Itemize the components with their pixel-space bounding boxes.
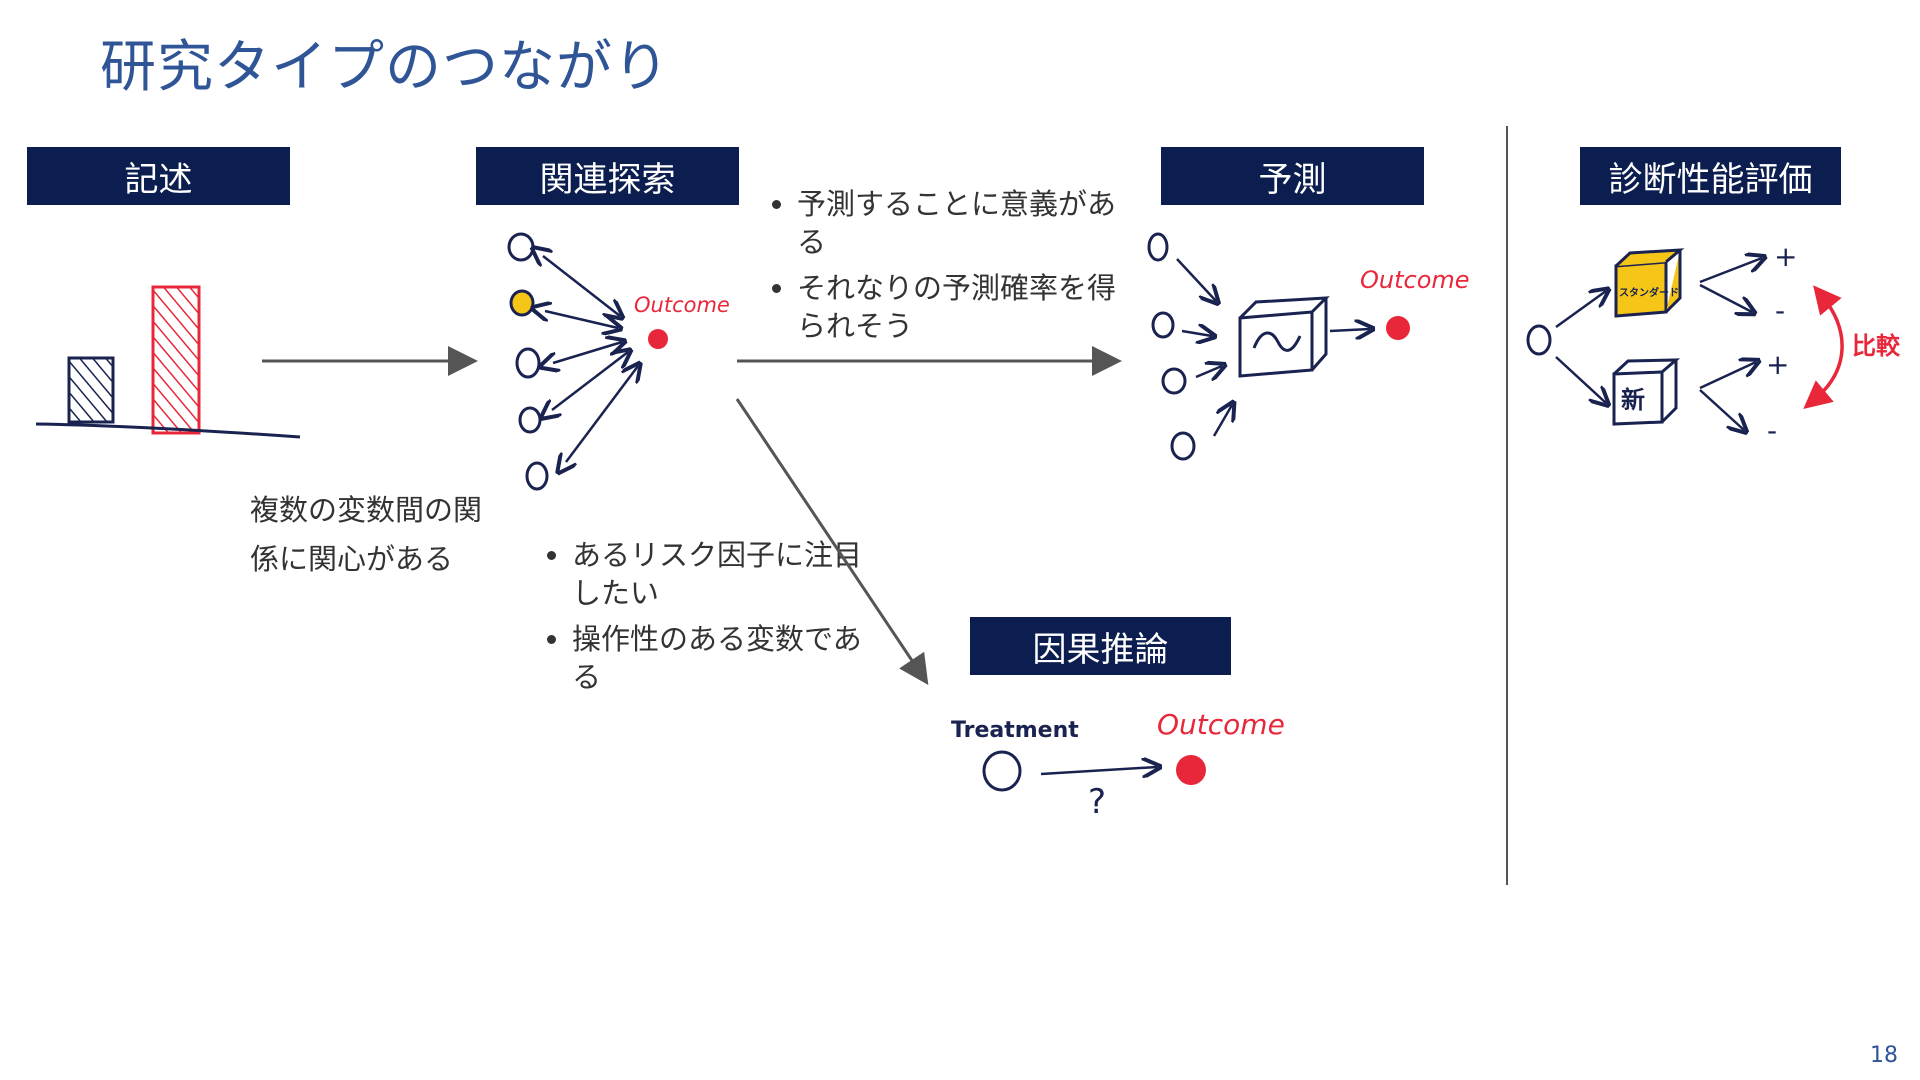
plus-sign: + — [1774, 240, 1797, 273]
box-diagnostic: 診断性能評価 — [1580, 147, 1841, 205]
box-causal: 因果推論 — [970, 617, 1231, 675]
box-prediction: 予測 — [1161, 147, 1424, 205]
box-describe: 記述 — [27, 147, 290, 205]
sketch-bar-dark — [67, 356, 115, 424]
outcome-node — [1386, 316, 1410, 340]
outcome-label: Outcome — [1360, 266, 1470, 294]
result-arrow — [1699, 258, 1762, 284]
input-arrow — [1176, 258, 1216, 301]
box-association: 関連探索 — [476, 147, 739, 205]
subject-node — [1526, 324, 1552, 356]
bullet-item: あるリスク因子に注目したい — [572, 536, 872, 612]
page-title: 研究タイプのつながり — [100, 35, 670, 100]
new-label: 新 — [1621, 386, 1645, 414]
describe-note-line: 複数の変数間の関 — [250, 493, 483, 527]
outcome-node — [1176, 755, 1206, 785]
minus-sign: - — [1767, 414, 1777, 447]
causal-bullets: あるリスク因子に注目したい 操作性のある変数である — [538, 536, 872, 704]
bullet-item: 予測することに意義がある — [797, 185, 1137, 261]
describe-note: 複数の変数間の関 係に関心がある — [250, 486, 482, 584]
standard-test-cube-icon: スタンダード — [1614, 248, 1685, 318]
branch-arrow — [1555, 291, 1606, 329]
prediction-bullets: 予測することに意義がある それなりの予測確率を得られそう — [763, 185, 1137, 353]
flow-arrow — [735, 398, 929, 685]
association-sketch: Outcome — [507, 232, 730, 491]
causal-sketch: Treatment Outcome ? — [951, 708, 1285, 822]
variable-node — [1161, 367, 1187, 395]
branch-arrow — [1555, 356, 1606, 403]
describe-sketch — [35, 285, 301, 439]
variable-node — [1170, 431, 1196, 461]
causal-arrow — [1040, 767, 1157, 774]
bullet-item: それなりの予測確率を得られそう — [797, 269, 1137, 345]
variable-node — [1151, 311, 1175, 339]
compare-label: 比較 — [1852, 332, 1901, 360]
treatment-node — [982, 750, 1022, 792]
sketch-baseline — [35, 422, 301, 439]
minus-sign: - — [1775, 294, 1785, 327]
plus-sign: + — [1766, 348, 1789, 381]
standard-label: スタンダード — [1619, 286, 1679, 299]
variable-node — [507, 232, 535, 262]
variable-node-highlight — [509, 289, 535, 317]
input-arrow — [1212, 405, 1232, 437]
page-number: 18 — [1870, 1043, 1898, 1068]
result-arrow — [1699, 389, 1744, 430]
describe-note-line: 係に関心がある — [250, 542, 454, 576]
result-arrow — [1699, 283, 1752, 312]
variable-node — [515, 347, 541, 379]
association-arrow — [553, 342, 622, 363]
association-arrow — [545, 311, 618, 328]
variable-node — [518, 406, 542, 434]
sketch-bar-red — [151, 285, 201, 435]
prediction-sketch: Outcome — [1147, 232, 1470, 461]
input-arrow — [1195, 366, 1222, 377]
treatment-label: Treatment — [951, 718, 1079, 743]
association-arrow — [543, 256, 620, 316]
outcome-node — [648, 329, 668, 349]
result-arrow — [1699, 362, 1756, 390]
outcome-label: Outcome — [1157, 708, 1285, 741]
output-arrow — [1329, 329, 1370, 331]
bullet-item: 操作性のある変数である — [572, 620, 872, 696]
question-mark: ? — [1088, 782, 1106, 822]
compare-arrow — [1803, 285, 1844, 409]
association-arrow — [566, 366, 638, 462]
variable-node — [525, 461, 549, 491]
new-test-cube-icon: 新 — [1612, 358, 1681, 426]
variable-node — [1147, 232, 1169, 262]
input-arrow — [1181, 331, 1212, 336]
model-cube-icon — [1238, 296, 1330, 378]
diagnostic-sketch: スタンダード 新 + - + - 比較 — [1526, 240, 1901, 447]
outcome-label: Outcome — [634, 293, 730, 317]
